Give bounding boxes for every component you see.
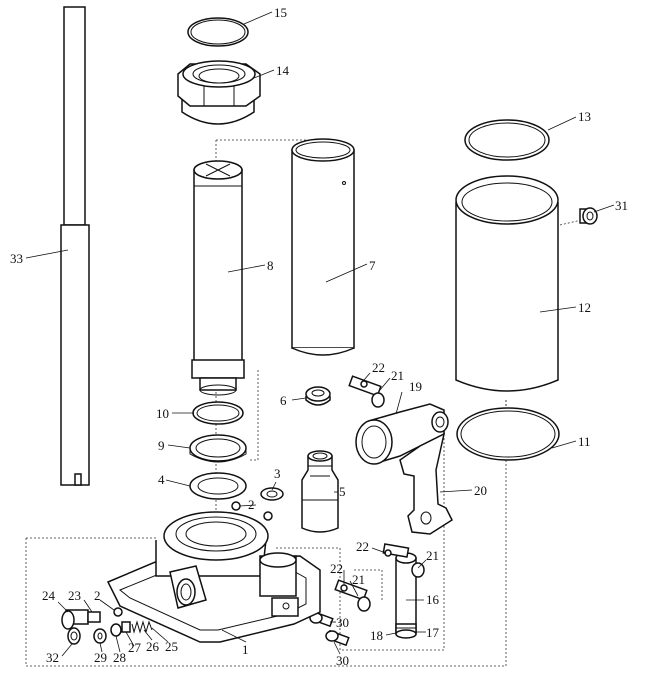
- label-17: 17: [426, 625, 440, 640]
- part-labels: 15 14 13 31 8 7 33 12 22 21 19 6 10 11 9…: [10, 5, 628, 668]
- label-15: 15: [274, 5, 287, 20]
- label-5: 5: [339, 484, 346, 499]
- ram: [191, 160, 245, 396]
- label-7: 7: [369, 258, 376, 273]
- label-16: 16: [426, 592, 440, 607]
- top-nut: [177, 60, 261, 125]
- pin-21-mid: [382, 543, 425, 578]
- label-25: 25: [165, 639, 178, 654]
- label-23: 23: [68, 588, 81, 603]
- label-21-mid: 21: [426, 548, 439, 563]
- socket: [355, 403, 449, 465]
- label-30-b: 30: [336, 653, 349, 668]
- label-28: 28: [113, 650, 126, 665]
- cylinder: [291, 138, 355, 356]
- screw-29: [93, 628, 107, 644]
- label-22-low: 22: [330, 561, 343, 576]
- filler-plug: [579, 207, 598, 225]
- ball-2b: [263, 511, 273, 521]
- base: [106, 511, 321, 643]
- cap: [305, 386, 331, 406]
- label-8: 8: [267, 258, 274, 273]
- label-29: 29: [94, 650, 107, 665]
- o-ring-10: [192, 401, 244, 425]
- release-screw: [61, 609, 89, 630]
- washer-3: [260, 487, 284, 501]
- o-ring-top: [187, 17, 249, 47]
- pump-body: [301, 450, 339, 533]
- label-19: 19: [409, 379, 422, 394]
- label-27: 27: [128, 640, 142, 655]
- label-24: 24: [42, 588, 56, 603]
- label-21-low: 21: [352, 572, 365, 587]
- label-11: 11: [578, 434, 591, 449]
- pin-21-top: [348, 375, 385, 408]
- ball-2: [231, 501, 241, 511]
- label-30-a: 30: [336, 615, 349, 630]
- seal-ring-4: [189, 472, 247, 500]
- label-2-top: 2: [248, 497, 255, 512]
- reservoir: [455, 175, 559, 392]
- label-33: 33: [10, 251, 23, 266]
- label-14: 14: [276, 63, 290, 78]
- bolt-30b: [325, 629, 350, 647]
- label-12: 12: [578, 300, 591, 315]
- pin-21-low: [334, 579, 371, 612]
- label-2-low: 2: [94, 588, 101, 603]
- link: [399, 432, 453, 535]
- handle: [60, 6, 90, 486]
- o-ring-reservoir-top: [464, 119, 550, 161]
- label-4: 4: [158, 472, 165, 487]
- ball-2c: [113, 607, 123, 617]
- label-10: 10: [156, 406, 169, 421]
- label-26: 26: [146, 639, 160, 654]
- label-31: 31: [615, 198, 628, 213]
- label-9: 9: [158, 438, 165, 453]
- leader-lines: [25, 11, 615, 657]
- washer-27: [121, 621, 131, 633]
- nut-28: [110, 623, 122, 637]
- washer-32: [67, 627, 81, 645]
- label-21-top: 21: [391, 368, 404, 383]
- label-22-top: 22: [372, 360, 385, 375]
- spring-26: [131, 620, 153, 634]
- label-6: 6: [280, 393, 287, 408]
- spring-23: [87, 611, 101, 623]
- label-22-mid: 22: [356, 539, 369, 554]
- label-20: 20: [474, 483, 487, 498]
- label-13: 13: [578, 109, 591, 124]
- label-32: 32: [46, 650, 59, 665]
- plunger: [395, 552, 417, 639]
- seal-ring-9: [189, 434, 247, 463]
- o-ring-reservoir-bottom: [456, 407, 560, 461]
- label-3: 3: [274, 466, 281, 481]
- label-18: 18: [370, 628, 383, 643]
- label-1: 1: [242, 642, 249, 657]
